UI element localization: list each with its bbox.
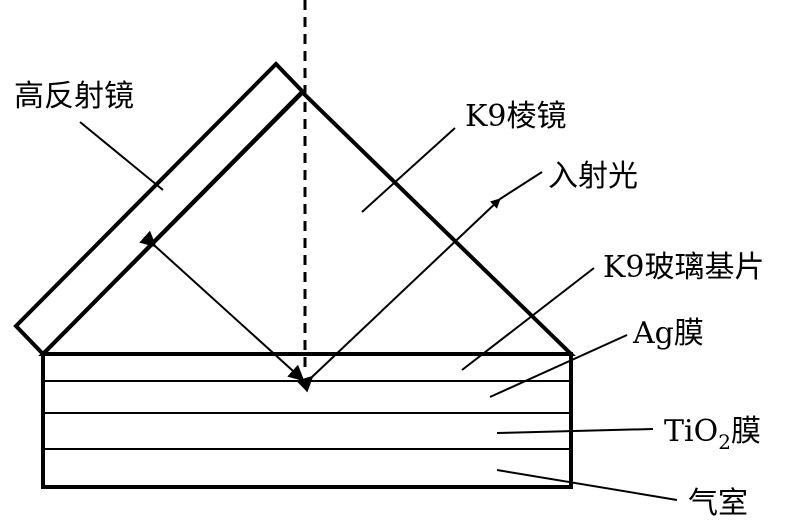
incident-light-ray (296, 198, 501, 393)
label-incident-light: 入射光 (548, 159, 638, 194)
leader-incident-light (499, 171, 543, 200)
label-k9-glass-substrate: K9玻璃基片 (603, 250, 765, 285)
leader-k9-glass (461, 267, 595, 371)
label-high-reflector: 高反射镜 (14, 79, 134, 114)
label-tio2-film: TiO2膜 (664, 414, 761, 454)
label-tio2-suffix: 膜 (731, 414, 761, 449)
leader-k9-prism (361, 127, 456, 213)
label-tio2-prefix: TiO (664, 414, 718, 449)
label-ag-film: Ag膜 (632, 316, 704, 351)
leader-air-chamber (496, 469, 678, 501)
leader-high-reflector (79, 121, 164, 191)
layer-stack-border (41, 352, 573, 489)
leader-tio2-film (496, 428, 654, 434)
leader-ag-film (489, 334, 628, 398)
label-k9-prism: K9棱镜 (465, 99, 567, 134)
label-tio2-subscript: 2 (718, 430, 731, 454)
label-air-chamber: 气室 (688, 486, 748, 521)
reflector-to-interface-ray (139, 230, 305, 382)
